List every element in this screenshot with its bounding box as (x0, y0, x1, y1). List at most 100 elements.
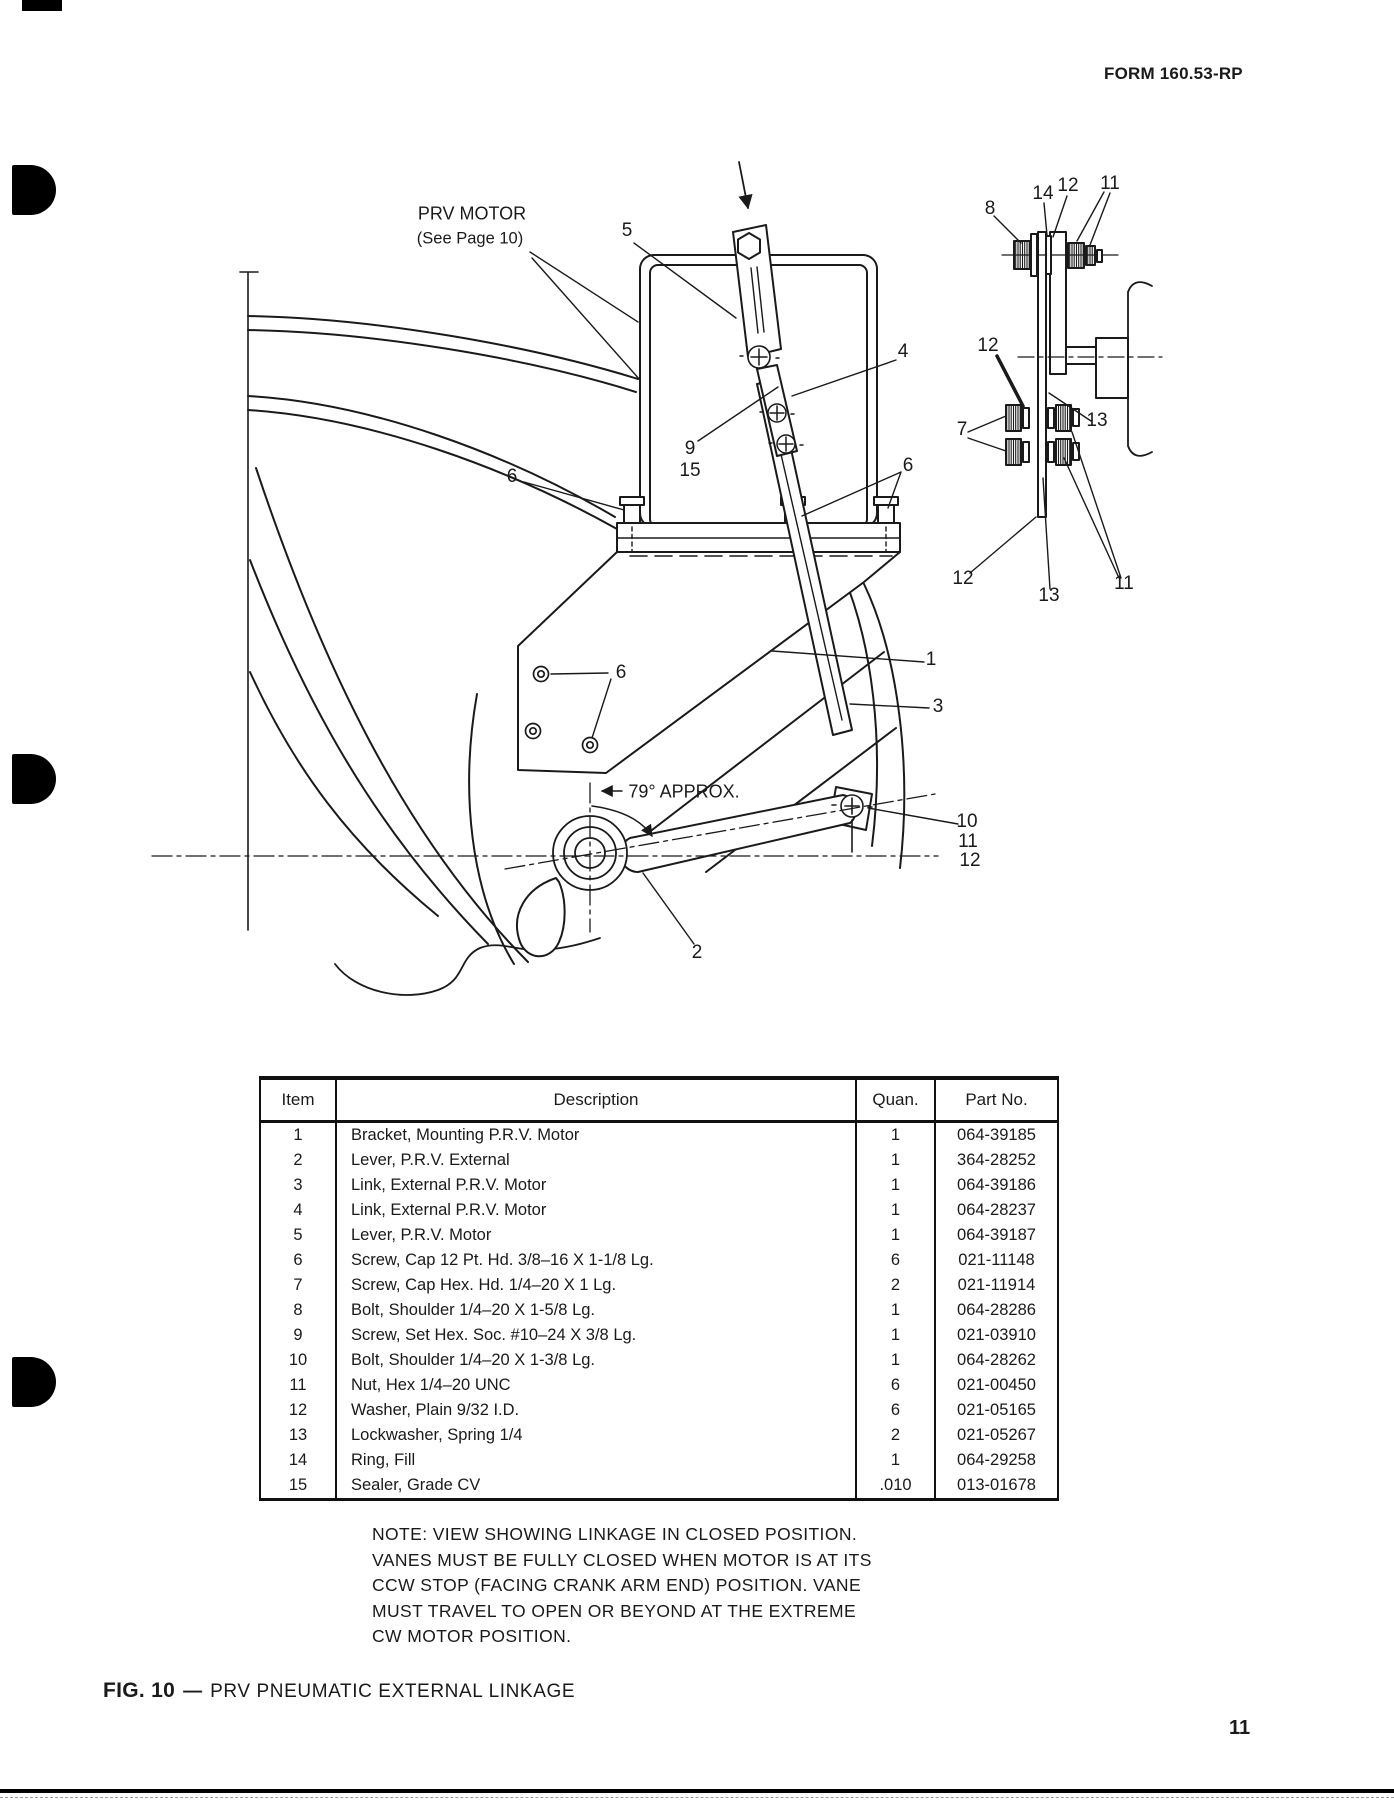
diagram-callout: 12 (952, 568, 974, 589)
item-cell: 11 (289, 1376, 307, 1394)
part-no-cell: 064-39186 (934, 1173, 1058, 1198)
part-no-cell: 064-28286 (934, 1298, 1058, 1323)
description-cell: Sealer, Grade CV (335, 1473, 856, 1500)
part-no-cell: 021-05165 (934, 1398, 1058, 1423)
part-no-cell: 021-05267 (934, 1423, 1058, 1448)
quan-cell: 6 (855, 1398, 935, 1423)
item-cell: 9 (293, 1326, 303, 1344)
figure-dash: — (183, 1681, 203, 1702)
part-no-cell: 064-29258 (934, 1448, 1058, 1473)
extent-bracket (1127, 281, 1153, 457)
form-number: FORM 160.53-RP (1104, 64, 1243, 83)
column-header: Quan. (855, 1078, 935, 1123)
diagram-callout: 2 (691, 942, 703, 963)
diagram-callout: 9 (684, 438, 696, 459)
quan-cell: 2 (855, 1423, 935, 1448)
bottom-rule (0, 1789, 1394, 1793)
figure-title: PRV PNEUMATIC EXTERNAL LINKAGE (210, 1681, 576, 1702)
detail-plate (1037, 231, 1047, 518)
diagram-callout: 6 (902, 455, 914, 476)
bolt-head (1013, 240, 1031, 270)
description-cell: Lockwasher, Spring 1/4 (335, 1423, 856, 1448)
hex-nut (1067, 242, 1085, 269)
detail-crank-plate (1049, 231, 1067, 375)
crank-arm-block (1095, 337, 1129, 399)
part-no-cell: 064-39187 (934, 1223, 1058, 1248)
quan-cell: 1 (855, 1198, 935, 1223)
leader-lines (523, 191, 1122, 945)
diagram-callout: 15 (679, 460, 701, 481)
external-lever (619, 794, 857, 873)
diagram-callout: 13 (1038, 585, 1060, 606)
item-cell: 12 (288, 1401, 308, 1419)
centerlines (151, 782, 939, 933)
quan-cell: 1 (855, 1298, 935, 1323)
part-no-cell: 021-11914 (934, 1273, 1058, 1298)
note-line: CCW STOP (FACING CRANK ARM END) POSITION… (372, 1575, 862, 1595)
description-cell: Bolt, Shoulder 1/4–20 X 1-3/8 Lg. (335, 1348, 856, 1373)
lower-cap-screws (1005, 404, 1080, 466)
column-header: Description (335, 1078, 856, 1123)
diagram-callout: 12 (977, 335, 999, 356)
note-block: NOTE: VIEW SHOWING LINKAGE IN CLOSED POS… (372, 1522, 872, 1650)
quan-cell: 6 (855, 1373, 935, 1398)
quan-cell: 2 (855, 1273, 935, 1298)
item-cell: 8 (293, 1301, 303, 1319)
mounting-bracket (517, 551, 901, 774)
part-no-cell: 064-28237 (934, 1198, 1058, 1223)
bottom-dashed-line (0, 1797, 1394, 1798)
quan-cell: .010 (855, 1473, 935, 1500)
item-cell: 5 (293, 1226, 303, 1244)
housing-outline (239, 271, 906, 996)
item-cell: 7 (293, 1276, 303, 1294)
quan-cell: 1 (855, 1348, 935, 1373)
column-header: Part No. (934, 1078, 1058, 1123)
column-header: Item (260, 1078, 336, 1123)
description-cell: Bolt, Shoulder 1/4–20 X 1-5/8 Lg. (335, 1298, 856, 1323)
diagram-callout: 10 (956, 811, 978, 832)
quan-cell: 1 (855, 1323, 935, 1348)
diagram-callout: PRV MOTOR (417, 203, 527, 224)
binding-mark (12, 165, 56, 215)
item-cell: 13 (288, 1426, 308, 1444)
item-cell: 1 (293, 1126, 303, 1144)
figure-caption: FIG. 10—PRV PNEUMATIC EXTERNAL LINKAGE (103, 1679, 575, 1703)
part-no-cell: 021-03910 (934, 1323, 1058, 1348)
diagram-callout: 79° APPROX. (628, 781, 740, 802)
item-cell: 2 (293, 1151, 303, 1169)
diagram-callout: 11 (1114, 573, 1134, 594)
diagram-callout: 14 (1032, 183, 1054, 204)
note-line: NOTE: VIEW SHOWING LINKAGE IN CLOSED POS… (372, 1524, 858, 1544)
quan-cell: 6 (855, 1248, 935, 1273)
description-cell: Washer, Plain 9/32 I.D. (335, 1398, 856, 1423)
hex-bolt-head (737, 232, 761, 260)
description-cell: Lever, P.R.V. Motor (335, 1223, 856, 1248)
item-cell: 3 (293, 1176, 303, 1194)
description-cell: Screw, Set Hex. Soc. #10–24 X 3/8 Lg. (335, 1323, 856, 1348)
quan-cell: 1 (855, 1121, 935, 1148)
diagram-callout: 3 (932, 696, 944, 717)
detail-view (1001, 231, 1163, 518)
diagram-callout: 8 (984, 198, 996, 219)
diagram-callout: (See Page 10) (416, 229, 524, 248)
note-line: MUST TRAVEL TO OPEN OR BEYOND AT THE EXT… (372, 1600, 857, 1621)
diagram-callout: 11 (958, 831, 978, 852)
part-no-cell: 064-28262 (934, 1348, 1058, 1373)
item-cell: 6 (293, 1251, 303, 1269)
note-line: VANES MUST BE FULLY CLOSED WHEN MOTOR IS… (372, 1549, 872, 1570)
diagram-callout: 7 (956, 419, 968, 440)
lever-lobe (516, 877, 566, 958)
